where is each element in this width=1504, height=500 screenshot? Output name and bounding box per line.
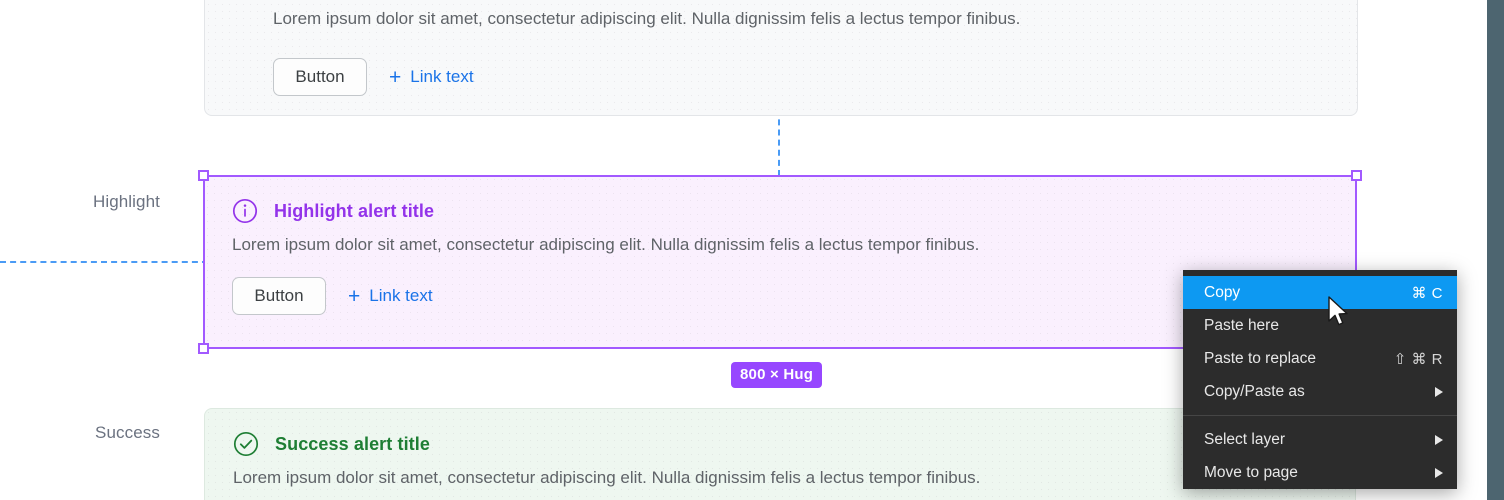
alert-actions-highlight: Button + Link text <box>232 277 1328 315</box>
alert-link-neutral[interactable]: + Link text <box>389 67 474 88</box>
alert-header-success: Success alert title <box>233 431 1327 457</box>
context-menu-label-copy-paste-as: Copy/Paste as <box>1204 382 1305 400</box>
chevron-right-icon <box>1435 434 1443 445</box>
alert-body-success: Lorem ipsum dolor sit amet, consectetur … <box>233 468 981 487</box>
alert-link-label-neutral: Link text <box>410 67 474 86</box>
alert-body-neutral: Lorem ipsum dolor sit amet, consectetur … <box>273 9 1021 28</box>
context-menu-separator <box>1183 415 1457 416</box>
row-label-success: Success <box>95 423 160 442</box>
context-menu-shortcut-copy: ⌘ C <box>1411 284 1443 302</box>
alert-title-highlight: Highlight alert title <box>274 200 435 221</box>
context-menu[interactable]: Copy ⌘ C Paste here Paste to replace ⇧ ⌘… <box>1183 270 1457 489</box>
context-menu-label-select-layer: Select layer <box>1204 430 1285 448</box>
right-panel-strip <box>1487 0 1504 500</box>
selection-size-badge: 800 × Hug <box>731 362 823 388</box>
plus-icon: + <box>348 284 361 308</box>
context-menu-item-paste-here[interactable]: Paste here <box>1183 309 1457 342</box>
context-menu-label-paste-here: Paste here <box>1204 316 1279 334</box>
horizontal-guide <box>0 261 208 263</box>
alert-card-neutral[interactable]: Lorem ipsum dolor sit amet, consectetur … <box>204 0 1358 116</box>
context-menu-label-copy: Copy <box>1204 283 1241 301</box>
context-menu-shortcut-paste-to-replace: ⇧ ⌘ R <box>1393 350 1443 368</box>
alert-body-highlight: Lorem ipsum dolor sit amet, consectetur … <box>232 235 980 254</box>
context-menu-label-move-to-page: Move to page <box>1204 463 1298 481</box>
chevron-right-icon <box>1435 467 1443 478</box>
alert-button-neutral[interactable]: Button <box>273 58 367 96</box>
alert-card-success[interactable]: Success alert title Lorem ipsum dolor si… <box>204 408 1356 500</box>
plus-icon: + <box>389 65 402 89</box>
alert-card-highlight[interactable]: Highlight alert title Lorem ipsum dolor … <box>204 176 1356 348</box>
context-menu-item-copy[interactable]: Copy ⌘ C <box>1183 276 1457 309</box>
alert-link-highlight[interactable]: + Link text <box>348 286 433 307</box>
context-menu-label-paste-to-replace: Paste to replace <box>1204 349 1317 367</box>
context-menu-item-select-layer[interactable]: Select layer <box>1183 423 1457 456</box>
context-menu-item-copy-paste-as[interactable]: Copy/Paste as <box>1183 375 1457 408</box>
info-icon <box>232 198 258 224</box>
row-label-highlight: Highlight <box>92 192 160 211</box>
chevron-right-icon <box>1435 386 1443 397</box>
alert-header-highlight: Highlight alert title <box>232 198 1328 224</box>
alert-actions-neutral: Button + Link text <box>273 58 474 96</box>
alert-link-label-highlight: Link text <box>369 286 433 305</box>
alert-button-highlight[interactable]: Button <box>232 277 326 315</box>
context-menu-item-move-to-page[interactable]: Move to page <box>1183 456 1457 489</box>
context-menu-item-paste-to-replace[interactable]: Paste to replace ⇧ ⌘ R <box>1183 342 1457 375</box>
check-circle-icon <box>233 431 259 457</box>
alert-title-success: Success alert title <box>275 433 430 454</box>
